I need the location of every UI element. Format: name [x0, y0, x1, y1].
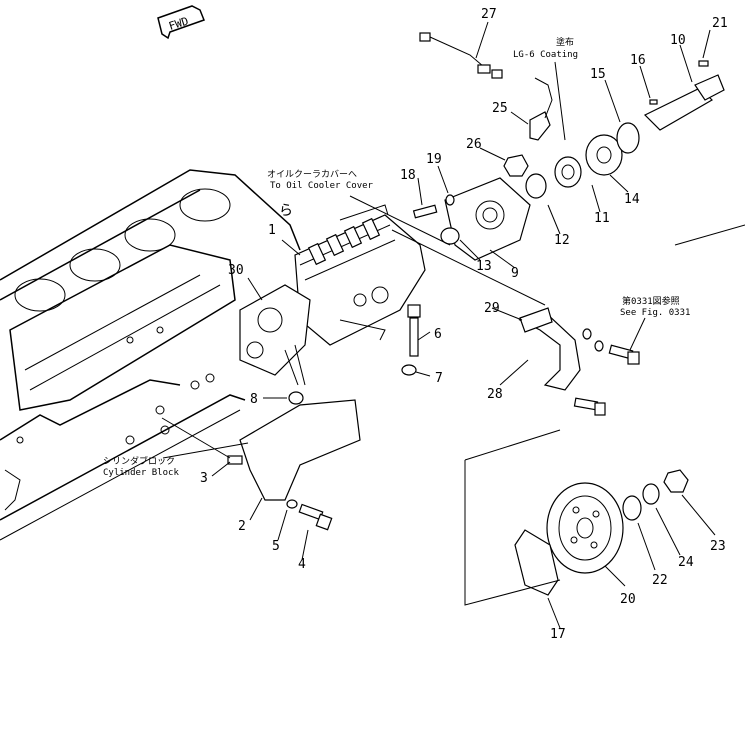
key-21-drawing [698, 60, 709, 67]
part-number-21: 21 [712, 16, 728, 31]
ring-15-drawing [616, 122, 640, 154]
part-number-15: 15 [590, 67, 606, 82]
bolt-6-drawing [407, 304, 421, 357]
bolt-fig0331-drawing [608, 344, 640, 365]
bolt-28-drawing [573, 397, 606, 416]
subassembly-frame-top [674, 224, 745, 246]
part-number-28: 28 [487, 387, 503, 402]
part-number-20: 20 [620, 592, 636, 607]
part-number-6: 6 [434, 327, 442, 342]
fwd-label: FWD [167, 15, 190, 34]
part-number-18: 18 [400, 168, 416, 183]
guard-28-drawing [518, 311, 581, 391]
part-number-17: 17 [550, 627, 566, 642]
part-number-11: 11 [594, 211, 610, 226]
part-number-9: 9 [511, 266, 519, 281]
part-number-14: 14 [624, 192, 640, 207]
dowel-pin-drawing [227, 455, 243, 465]
fwd-arrow-icon: FWD [157, 5, 205, 40]
part-number-27: 27 [481, 7, 497, 22]
see-fig-label-jp: 第0331図参照 [622, 295, 680, 307]
key-16-drawing [649, 99, 658, 105]
part-number-7: 7 [435, 371, 443, 386]
nut-26-drawing [503, 154, 529, 177]
bearing-11-drawing [554, 156, 582, 188]
part-number-8: 8 [250, 392, 258, 407]
part-number-13: 13 [476, 259, 492, 274]
part-number-5: 5 [272, 539, 280, 554]
see-fig-label-en: See Fig. 0331 [620, 308, 690, 318]
part-number-1: 1 [268, 223, 276, 238]
sensor-25-drawing [529, 77, 553, 141]
seal-13-drawing [440, 227, 460, 245]
washer-7-drawing [401, 364, 417, 376]
washer-5-drawing [286, 499, 298, 509]
spacer-8-drawing [288, 391, 304, 405]
part-number-29: 29 [484, 301, 500, 316]
cylinder-block-label-en: Cylinder Block [103, 468, 179, 478]
cylinder-block-drawing [0, 169, 301, 541]
subassembly-frame-bottom [464, 429, 561, 606]
bolt-18-drawing [412, 204, 438, 219]
oil-cooler-label-en: To Oil Cooler Cover [270, 181, 374, 191]
part-number-23: 23 [710, 539, 726, 554]
part-number-26: 26 [466, 137, 482, 152]
plate-29-drawing [519, 307, 553, 333]
shaft-10-drawing [643, 74, 725, 131]
part-number-16: 16 [630, 53, 646, 68]
lockwasher-24-drawing [642, 483, 660, 505]
part-number-2: 2 [238, 519, 246, 534]
part-number-22: 22 [652, 573, 668, 588]
gasket-17-drawing [514, 529, 559, 596]
part-number-25: 25 [492, 101, 508, 116]
handwritten-mark: ら [279, 203, 293, 219]
part-number-30: 30 [228, 263, 244, 278]
oil-cooler-label-jp: オイルクーラカバーへ [267, 169, 357, 180]
leader-lines [211, 21, 716, 629]
washer-29b-drawing [594, 340, 604, 352]
washer-19-drawing [445, 194, 455, 206]
washer-29-drawing [582, 328, 592, 340]
callout-lines [161, 61, 646, 459]
harness-27-drawing [419, 32, 503, 79]
bearing-12-drawing [525, 173, 547, 199]
coating-label-jp: 塗布 [556, 36, 574, 48]
drive-housing-drawing [444, 177, 531, 261]
coupling-14-drawing [585, 134, 623, 176]
nut-23-drawing [663, 469, 689, 493]
part-number-4: 4 [298, 557, 306, 572]
coating-label-en: LG-6 Coating [513, 50, 578, 60]
part-number-3: 3 [200, 471, 208, 486]
cylinder-block-label-jp: シリンダブロック [103, 455, 175, 467]
pump-bracket-drawing [239, 399, 361, 501]
part-number-12: 12 [554, 233, 570, 248]
injection-pump-drawing [239, 204, 426, 386]
bearing-22-drawing [622, 495, 642, 521]
part-number-10: 10 [670, 33, 686, 48]
gear-20-drawing [546, 482, 624, 574]
part-number-19: 19 [426, 152, 442, 167]
bolt-4-drawing [298, 503, 333, 531]
part-number-24: 24 [678, 555, 694, 570]
